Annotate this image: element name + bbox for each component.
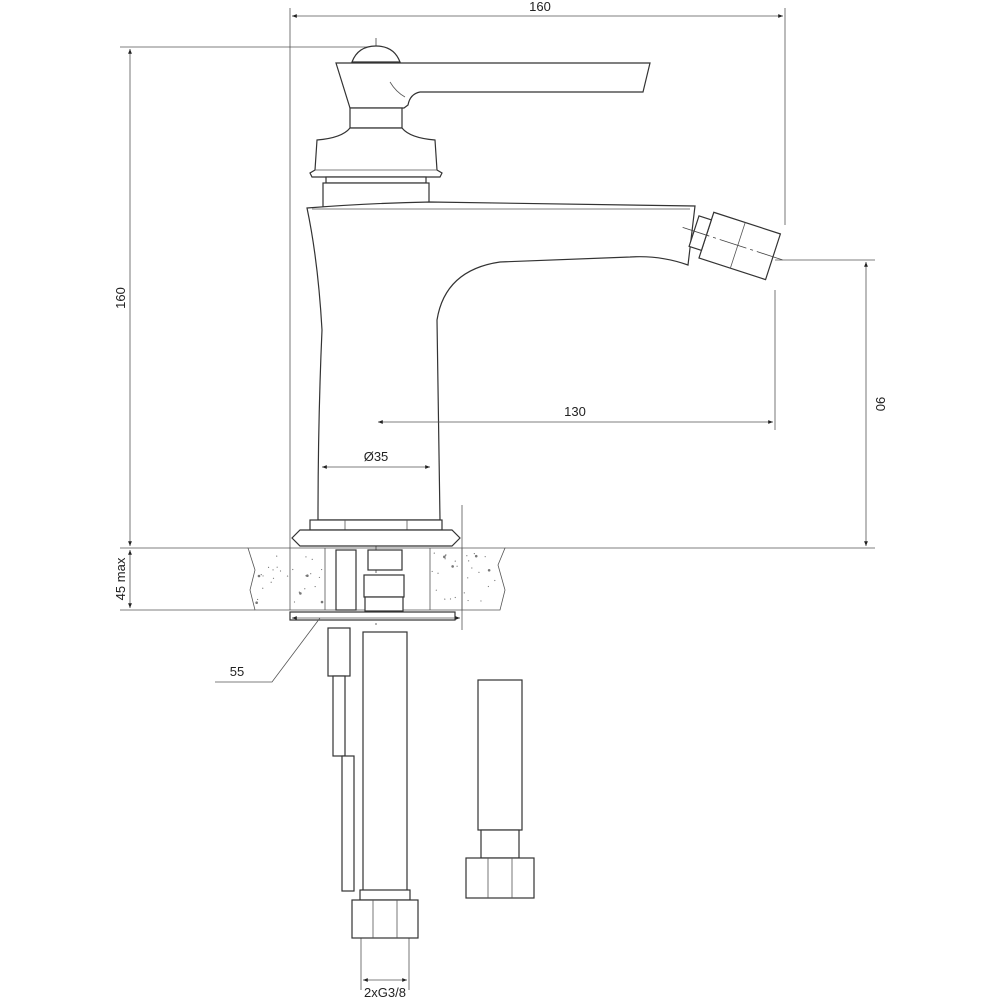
concrete-speckle	[466, 555, 468, 557]
concrete-speckle	[463, 592, 465, 594]
concrete-speckle	[467, 599, 469, 602]
concrete-speckle	[484, 556, 486, 558]
concrete-speckle	[443, 555, 446, 559]
concrete-speckle	[451, 565, 454, 568]
concrete-speckle	[314, 585, 316, 588]
concrete-speckle	[262, 575, 264, 577]
concrete-speckle	[474, 554, 478, 558]
concrete-speckle	[262, 587, 264, 589]
concrete-speckle	[494, 579, 496, 582]
body-diameter-label: Ø35	[364, 449, 389, 464]
concrete-speckle	[276, 566, 278, 568]
concrete-speckle	[433, 552, 435, 554]
dimension-lines	[128, 14, 868, 982]
concrete-speckle	[471, 567, 473, 569]
concrete-speckle	[456, 565, 458, 567]
concrete-speckle	[286, 575, 289, 577]
spout-reach-label: 130	[564, 404, 586, 419]
concrete-speckle	[487, 585, 489, 588]
concrete-speckle	[272, 577, 275, 579]
connection-label: 2xG3/8	[364, 985, 406, 1000]
concrete-speckle	[311, 558, 313, 560]
concrete-speckle	[310, 573, 312, 575]
concrete-speckle	[267, 566, 270, 568]
concrete-speckle	[487, 568, 491, 572]
concrete-speckle	[270, 581, 272, 583]
concrete-speckle	[444, 558, 446, 560]
concrete-speckle	[320, 600, 324, 604]
concrete-speckle	[321, 568, 323, 571]
hole-diameter-label: 55	[230, 664, 244, 679]
concrete-speckle	[468, 560, 470, 562]
concrete-speckle	[437, 572, 439, 574]
concrete-speckle	[304, 588, 306, 590]
countertop-thickness-label: 45 max	[113, 557, 128, 600]
concrete-speckle	[256, 598, 259, 601]
concrete-speckle	[293, 601, 296, 603]
concrete-speckle	[473, 552, 475, 555]
spout-height-label: 90	[873, 397, 888, 411]
concrete-speckle	[305, 556, 307, 558]
concrete-speckle	[299, 592, 302, 595]
concrete-speckle	[305, 575, 307, 577]
concrete-speckle	[292, 568, 294, 571]
faucet-body	[291, 45, 783, 547]
concrete-speckle	[445, 554, 447, 557]
concrete-speckle	[444, 598, 446, 600]
concrete-speckle	[255, 601, 258, 605]
concrete-speckle	[272, 569, 274, 571]
concrete-speckle	[306, 574, 309, 577]
concrete-speckle	[431, 570, 433, 573]
concrete-speckle	[480, 600, 482, 602]
concrete-speckle	[257, 574, 261, 578]
overall-width-label: 160	[529, 0, 551, 14]
concrete-speckle	[467, 577, 469, 579]
concrete-speckle	[454, 560, 456, 562]
concrete-speckle	[260, 574, 262, 576]
overall-height-label: 160	[113, 287, 128, 309]
mounting-hardware	[289, 549, 535, 939]
concrete-speckle	[435, 589, 437, 591]
concrete-speckle	[276, 555, 278, 557]
concrete-speckle	[449, 598, 452, 600]
concrete-speckle	[454, 596, 456, 599]
concrete-speckle	[318, 576, 321, 579]
concrete-speckle	[279, 570, 282, 572]
concrete-speckle	[478, 571, 480, 573]
